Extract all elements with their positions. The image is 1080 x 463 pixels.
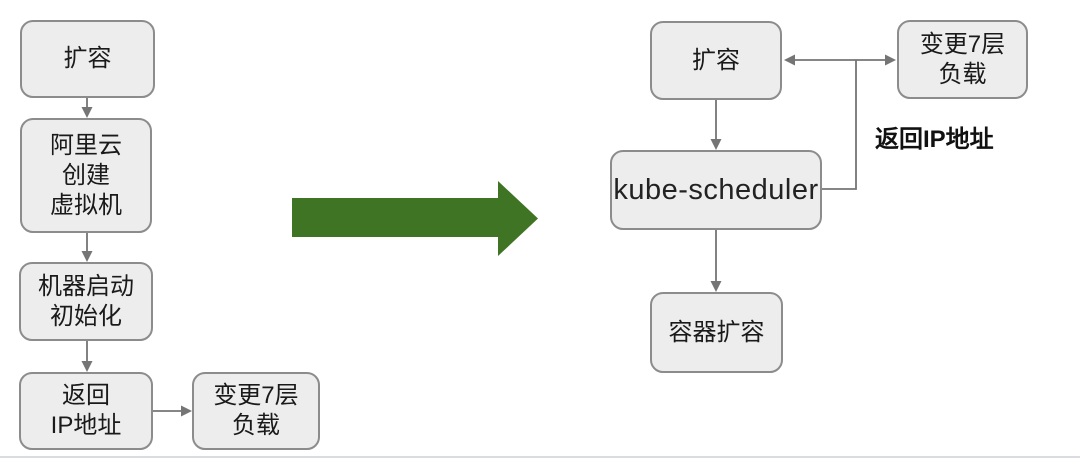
node-label: 容器扩容 [668,318,765,346]
node-label: 机器启动 初始化 [38,272,134,330]
arrowhead-left-icon [784,54,795,66]
node-left-machine-init: 机器启动 初始化 [19,262,153,341]
feedback-loop-line [822,60,857,190]
node-label: kube-scheduler [613,173,819,206]
green-transition-arrow-icon [292,181,538,256]
arrowhead-down-icon [81,107,93,118]
arrowhead-down-icon [81,251,93,262]
node-left-return-ip: 返回 IP地址 [19,372,153,450]
edge-label-return-ip: 返回IP地址 [875,126,994,153]
node-left-scale-out: 扩容 [20,20,155,98]
node-label: 扩容 [692,46,740,74]
node-right-scale-out: 扩容 [650,21,782,100]
arrowhead-down-icon [710,139,722,150]
node-label: 变更7层 负载 [213,382,299,439]
node-right-kube-scheduler: kube-scheduler [610,150,822,230]
node-label: 返回 IP地址 [50,382,122,439]
node-right-container-scale-out: 容器扩容 [650,292,783,373]
arrowhead-right-icon [181,405,192,417]
arrowhead-down-icon [81,361,93,372]
node-label: 阿里云 创建 虚拟机 [50,131,122,219]
node-left-aliyun-create-vm: 阿里云 创建 虚拟机 [20,118,152,233]
node-label: 变更7层 负载 [919,30,1006,88]
bottom-divider [0,456,1080,458]
node-right-change-l7-load: 变更7层 负载 [897,20,1028,99]
node-label: 扩容 [63,45,112,72]
arrowhead-right-icon [885,54,896,66]
arrowhead-down-icon [710,281,722,292]
node-left-change-l7-load: 变更7层 负载 [192,372,320,450]
